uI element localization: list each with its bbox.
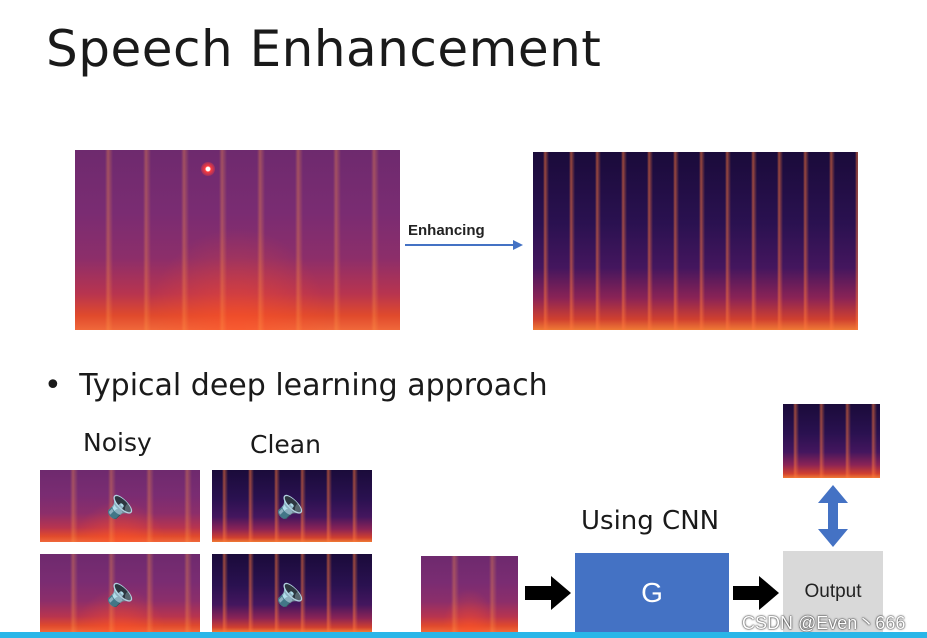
speaker-icon[interactable]: 🔈 (106, 576, 141, 607)
bullet-text: Typical deep learning approach (79, 368, 548, 403)
bullet-point: • Typical deep learning approach (44, 368, 548, 403)
using-cnn-label: Using CNN (581, 506, 720, 536)
clean-spectrogram-large (533, 152, 858, 330)
bottom-bar (0, 632, 927, 638)
input-arrow-icon (525, 576, 571, 610)
speaker-icon[interactable]: 🔈 (106, 488, 141, 519)
output-box: Output (783, 551, 883, 632)
watermark: CSDN @Even丶666 (742, 613, 906, 633)
output-spectrogram (783, 404, 880, 478)
cursor-indicator-icon (201, 162, 215, 176)
speaker-icon[interactable]: 🔈 (276, 488, 311, 519)
clean-column-label: Clean (250, 430, 321, 459)
noisy-spectrogram-2: 🔈 (40, 554, 200, 632)
noisy-spectrogram-1: 🔈 (40, 470, 200, 542)
noisy-column-label: Noisy (83, 428, 152, 457)
double-arrow-icon (818, 485, 848, 547)
generator-box: G (575, 553, 729, 632)
input-spectrogram (421, 556, 518, 632)
enhancing-arrow-icon (405, 240, 523, 250)
speaker-icon[interactable]: 🔈 (276, 576, 311, 607)
clean-spectrogram-2: 🔈 (212, 554, 372, 632)
output-arrow-icon (733, 576, 779, 610)
clean-spectrogram-1: 🔈 (212, 470, 372, 542)
enhancing-label: Enhancing (408, 222, 485, 239)
slide-title: Speech Enhancement (46, 20, 602, 78)
bullet-symbol: • (44, 368, 62, 403)
noisy-spectrogram-large (75, 150, 400, 330)
